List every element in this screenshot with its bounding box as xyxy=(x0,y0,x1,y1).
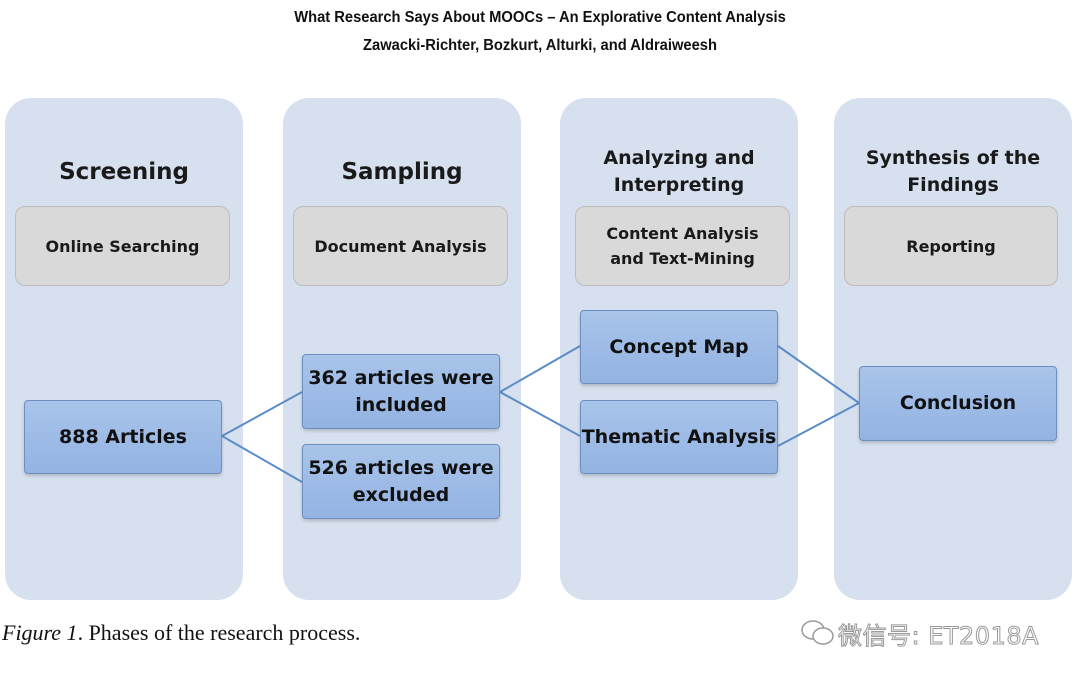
connector-thematic-conclusion xyxy=(777,402,860,447)
node-label: Conclusion xyxy=(899,392,1017,414)
connector-included-thematic xyxy=(499,391,581,437)
node-conclusion: Conclusion xyxy=(859,366,1057,441)
wechat-icon xyxy=(801,620,834,645)
node-label: Thematic Analysis xyxy=(581,425,777,448)
phase-title: Sampling xyxy=(341,159,463,185)
figure-caption: Figure 1. Phases of the research process… xyxy=(2,620,360,646)
figure-label: Figure 1 xyxy=(2,620,78,645)
node-label-line1: 362 articles were xyxy=(308,366,494,389)
figure-caption-text: . Phases of the research process. xyxy=(77,620,361,645)
node-label-line2: included xyxy=(355,393,447,416)
node-label: Concept Map xyxy=(609,335,749,358)
phase-title-line2: Findings xyxy=(907,174,999,196)
activity-label: Reporting xyxy=(906,236,996,256)
paper-authors: Zawacki-Richter, Bozkurt, Alturki, and A… xyxy=(363,37,717,54)
paper-title: What Research Says About MOOCs – An Expl… xyxy=(294,9,786,26)
watermark-text: 微信号: ET2018A xyxy=(837,622,1040,651)
activity-content-analysis: Content Analysis and Text-Mining xyxy=(575,206,790,286)
node-label: 888 Articles xyxy=(59,425,187,448)
activity-document-analysis: Document Analysis xyxy=(293,206,508,286)
node-888-articles: 888 Articles xyxy=(24,400,222,474)
activity-label-line2: and Text-Mining xyxy=(610,249,755,268)
phase-title: Analyzing and Interpreting xyxy=(560,145,798,199)
phase-title-line1: Analyzing and xyxy=(603,147,755,169)
activity-reporting: Reporting xyxy=(844,206,1058,286)
phase-synthesis: Synthesis of the Findings xyxy=(834,98,1072,600)
node-excluded: 526 articles were excluded xyxy=(302,444,500,519)
activity-online-searching: Online Searching xyxy=(15,206,230,286)
phase-title-line1: Synthesis of the xyxy=(865,147,1041,169)
node-included: 362 articles were included xyxy=(302,354,500,429)
connector-included-concept xyxy=(499,345,581,393)
phase-title: Screening xyxy=(59,159,189,185)
activity-label-line1: Content Analysis xyxy=(606,224,759,243)
connector-articles-excluded xyxy=(221,435,303,483)
connector-articles-included xyxy=(221,391,303,437)
phase-title: Synthesis of the Findings xyxy=(834,145,1072,199)
node-label-line1: 526 articles were xyxy=(308,456,494,479)
activity-label: Document Analysis xyxy=(314,236,487,256)
phase-screening: Screening xyxy=(5,98,243,600)
activity-label: Online Searching xyxy=(45,236,200,256)
node-label-line2: excluded xyxy=(352,483,450,506)
node-concept-map: Concept Map xyxy=(580,310,778,384)
node-thematic-analysis: Thematic Analysis xyxy=(580,400,778,474)
phase-title-line2: Interpreting xyxy=(613,174,745,196)
connector-concept-conclusion xyxy=(777,345,860,404)
